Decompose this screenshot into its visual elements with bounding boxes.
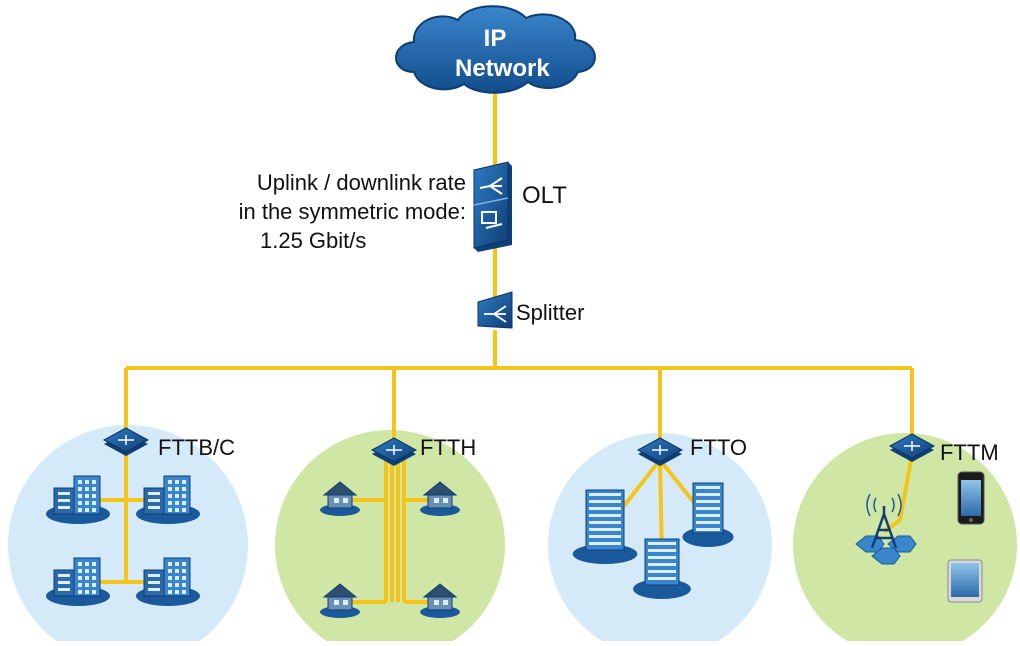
office-building-icons <box>46 475 200 606</box>
tablet-icon <box>947 559 983 603</box>
scenario-splitter-icon <box>370 437 418 466</box>
house-icon <box>320 481 360 516</box>
office-building-icon <box>46 557 110 606</box>
scenario-splitter-icon <box>888 433 936 462</box>
office-tower-icon <box>572 489 638 564</box>
olt-device-icon <box>473 161 512 252</box>
mobile-phone-icon <box>957 471 985 525</box>
splitter-label: Splitter <box>516 300 585 325</box>
splitter-icon <box>477 291 513 329</box>
ip-network-line1: IP <box>483 25 507 52</box>
office-building-icon <box>136 475 200 524</box>
scenario-splitters <box>102 427 936 466</box>
office-tower-icon <box>633 538 691 599</box>
ip-network-cloud-icon <box>395 5 596 94</box>
scenario-splitter-icon <box>636 437 684 466</box>
house-icons <box>320 481 460 618</box>
office-tower-icons <box>572 482 734 599</box>
scenario-label-ftth: FTTH <box>420 435 477 460</box>
house-icon <box>320 583 360 618</box>
house-icon <box>420 583 460 618</box>
olt-rate-line3: 1.25 Gbit/s <box>260 228 367 253</box>
olt-rate-line2: in the symmetric mode: <box>238 199 466 224</box>
office-building-icon <box>46 475 110 524</box>
cell-tower-icon <box>855 493 917 565</box>
office-tower-icon <box>682 482 734 547</box>
scenario-splitter-icon <box>102 427 150 456</box>
scenario-label-ftto: FTTO <box>690 435 748 460</box>
office-building-icon <box>136 557 200 606</box>
olt-rate-line1: Uplink / downlink rate <box>256 170 466 195</box>
ip-network-line2: Network <box>455 55 550 82</box>
scenario-label-fttm: FTTM <box>940 440 999 465</box>
ip-network-label: IP Network <box>455 24 550 84</box>
olt-label: OLT <box>522 182 567 209</box>
house-icon <box>420 481 460 516</box>
scenario-label-fttb: FTTB/C <box>158 435 235 460</box>
olt-rate-note: Uplink / downlink rate in the symmetric … <box>196 168 466 255</box>
